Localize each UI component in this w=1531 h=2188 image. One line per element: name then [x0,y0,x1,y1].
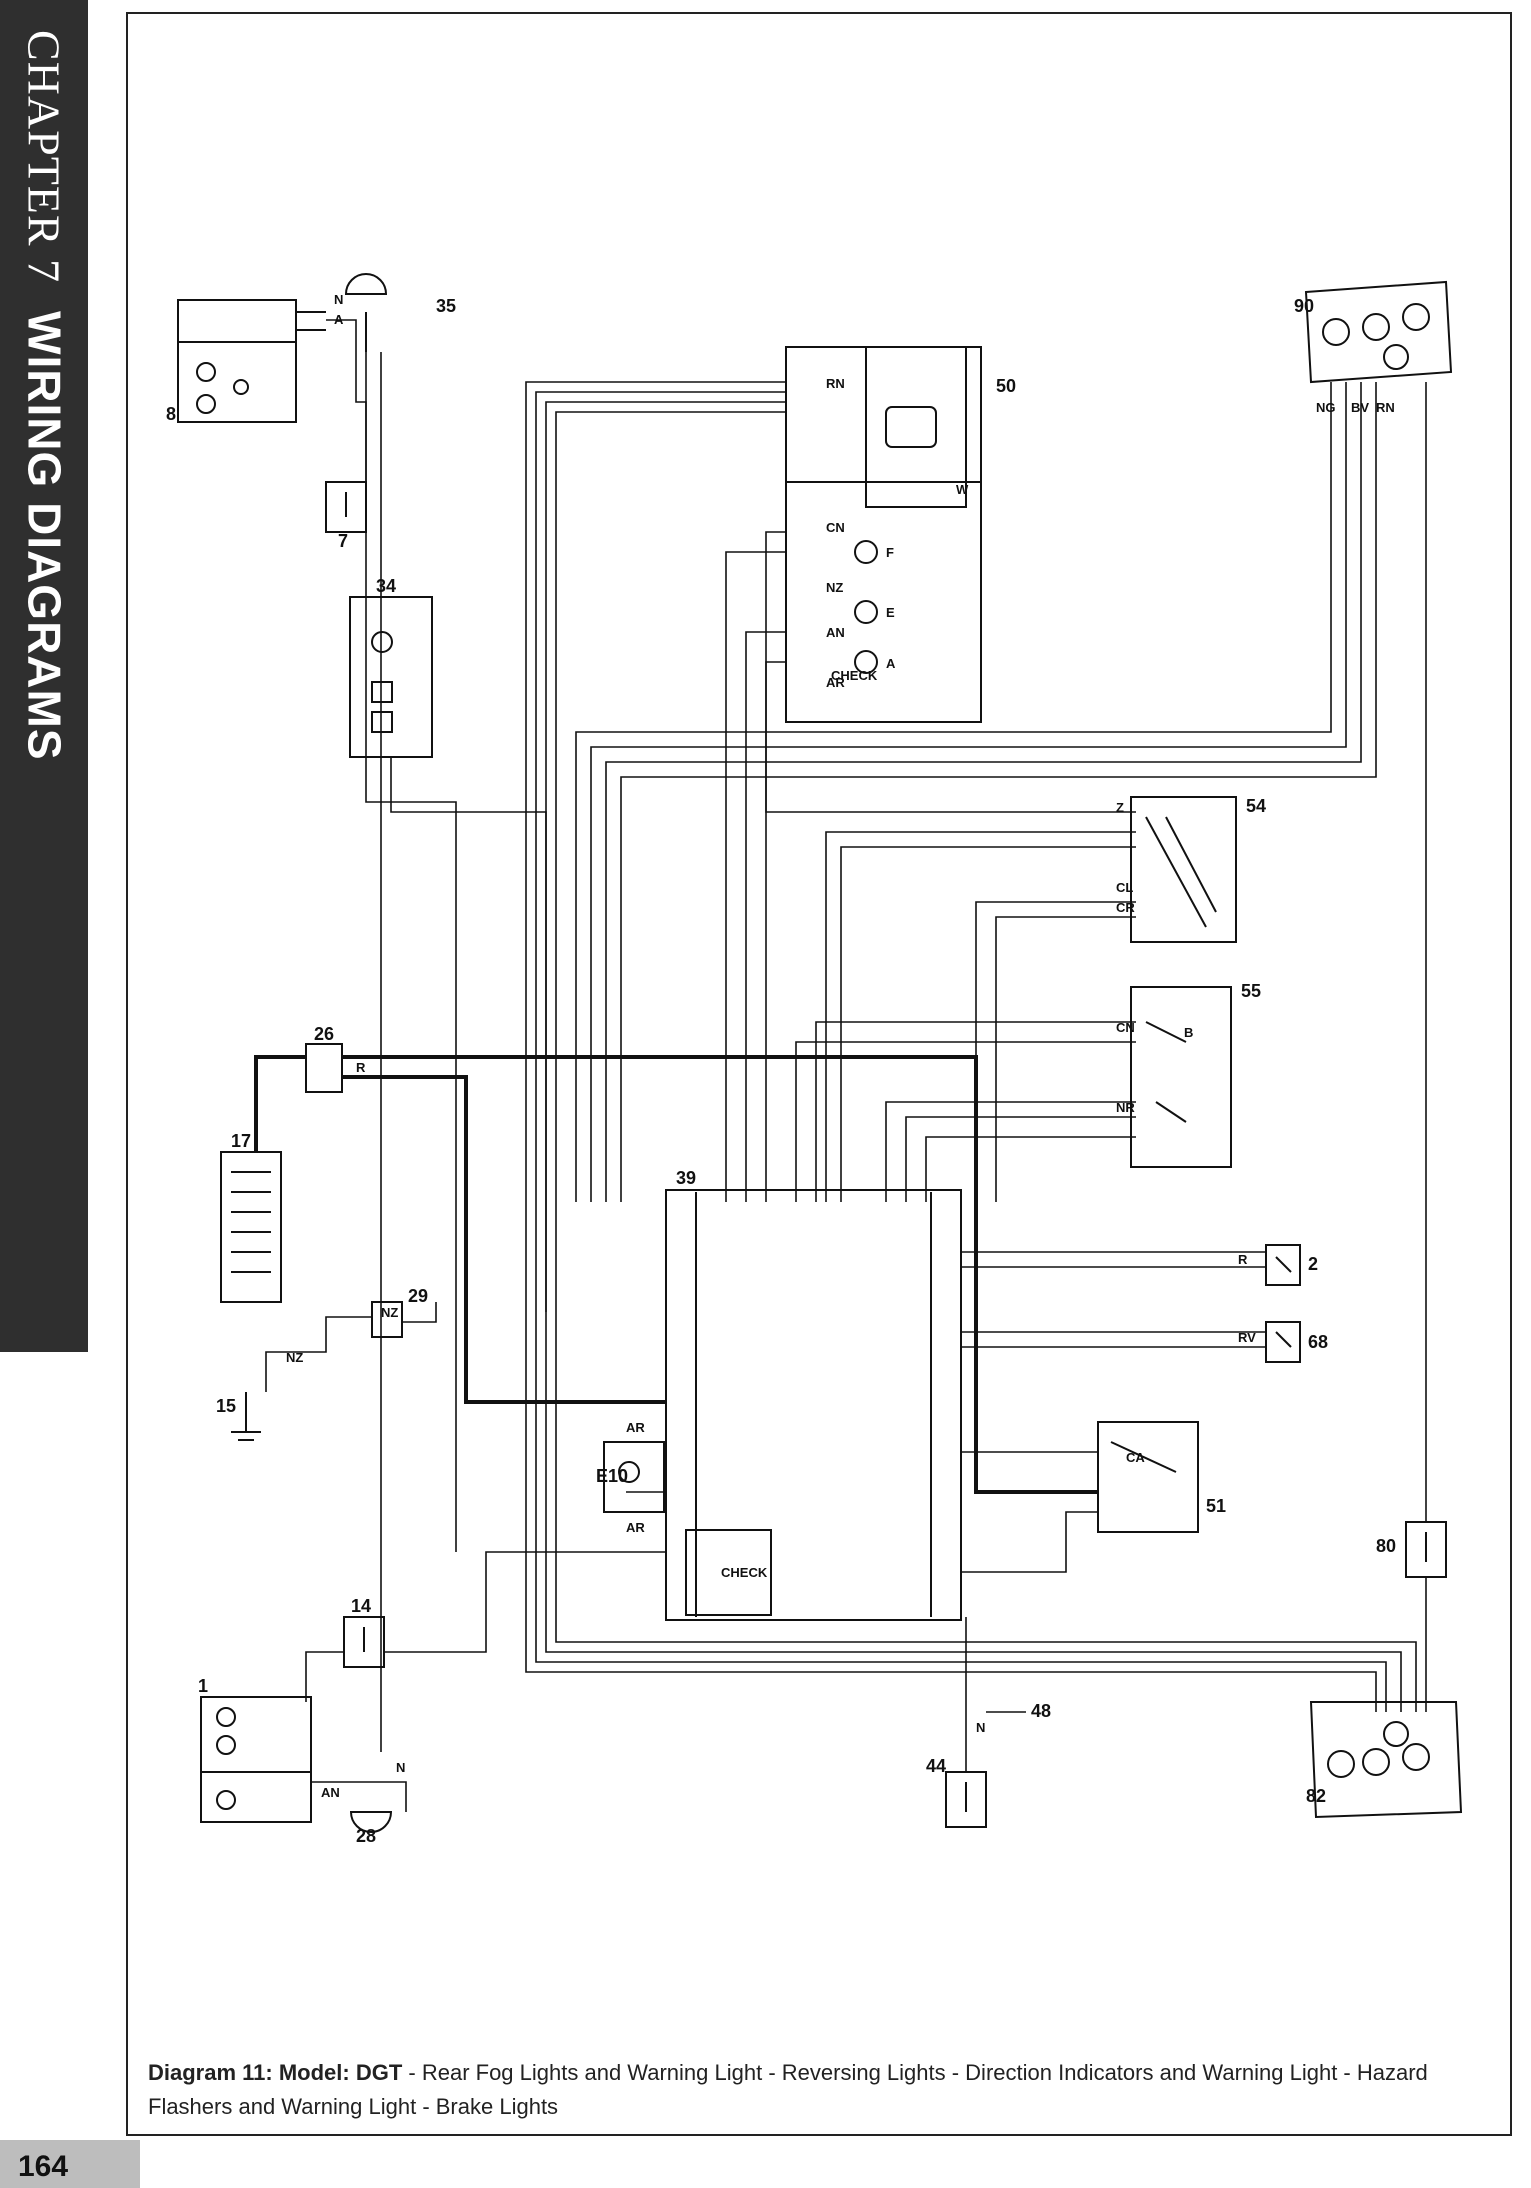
component-90 [1304,280,1453,384]
component-label-8: 8 [166,404,176,424]
component-34 [349,596,433,758]
wire-label: RN [1376,400,1395,415]
diagram-frame [126,12,1512,2136]
component-26 [305,1043,343,1093]
component-label-39: 39 [676,1168,696,1188]
caption-text: - Rear Fog Lights and Warning Light - Re… [148,2060,1428,2119]
component-35 [344,273,388,352]
wire-label: NZ [826,580,843,595]
component-51 [1097,1421,1199,1533]
component-label-90: 90 [1294,296,1314,316]
caption-lead: Diagram 11: Model: DGT [148,2060,403,2085]
wire-label: R [356,1060,366,1075]
wire-label: CL [1116,880,1133,895]
component-8 [177,299,326,423]
component-label-1: 1 [198,1676,208,1696]
component-label-55: 55 [1241,981,1261,1001]
wire-label: AR [826,675,845,690]
component-label-34: 34 [376,576,396,596]
component-label-14: 14 [351,1596,371,1616]
component-label-28: 28 [356,1826,376,1846]
component-17 [220,1151,282,1303]
wire-label: NZ [381,1305,398,1320]
chapter-side-tab: CHAPTER 7 WIRING DIAGRAMS [0,0,88,1352]
component-15 [231,1392,261,1441]
check-label: CHECK [831,668,878,683]
component-label-2: 2 [1308,1254,1318,1274]
component-label-44: 44 [926,1756,946,1776]
component-label-7: 7 [338,531,348,551]
wire-label: AN [826,625,845,640]
component-label-15: 15 [216,1396,236,1416]
component-label-82: 82 [1306,1786,1326,1806]
wire-label: RN [826,376,845,391]
section-label: WIRING DIAGRAMS [18,311,71,761]
component-label-35: 35 [436,296,456,316]
component-label-26: 26 [314,1024,334,1044]
wire-label: Z [1116,800,1124,815]
component-label-29: 29 [408,1286,428,1306]
component-E10 [603,1441,665,1513]
component-54 [1130,796,1237,943]
component-44 [945,1771,987,1828]
wire-label: RV [1238,1330,1256,1345]
power-feed-lines [254,1055,1098,1494]
component-82 [1309,1701,1463,1819]
component-label-54: 54 [1246,796,1266,816]
component-14 [343,1616,385,1668]
wire-label: AR [626,1420,645,1435]
lamp-f-label: F [886,545,894,560]
component-label-51: 51 [1206,1496,1226,1516]
wire-label: BV [1351,400,1369,415]
component-39 [665,1189,962,1621]
wire-label: NG [1316,400,1336,415]
wiring-harness [265,319,1427,1812]
component-28 [349,1811,393,1833]
component-55 [1130,986,1232,1168]
relay-b-label: B [1184,1025,1193,1040]
wire-label: AN [321,1785,340,1800]
wire-label: A [334,312,344,327]
wire-label: R [1238,1252,1248,1267]
diagram-labels: CHECK CHECK W F E A B 35 90 50 8 7 34 54… [166,292,1396,1846]
wire-label: NR [1116,1100,1135,1115]
wire-label: CR [1116,900,1135,915]
lamp-w-label: W [956,482,969,497]
wire-label: N [396,1760,405,1775]
component-50 [785,346,982,723]
component-29 [371,1301,403,1338]
component-2 [1265,1244,1301,1286]
component-80 [1405,1521,1447,1578]
wire-label: N [334,292,343,307]
module-check-label: CHECK [721,1565,768,1580]
wire-label: CA [1126,1450,1145,1465]
lamp-a-label: A [886,656,896,671]
component-label-68: 68 [1308,1332,1328,1352]
lamp-e-label: E [886,605,895,620]
chapter-label: CHAPTER 7 [18,30,70,284]
diagram-caption: Diagram 11: Model: DGT - Rear Fog Lights… [148,2056,1478,2124]
component-68 [1265,1321,1301,1363]
wire-label: AR [626,1520,645,1535]
component-label-50: 50 [996,376,1016,396]
wire-label: CN [826,520,845,535]
component-label-E10: E10 [596,1466,628,1486]
wire-label: NZ [286,1350,303,1365]
component-label-48: 48 [1031,1701,1051,1721]
component-label-17: 17 [231,1131,251,1151]
wire-label: N [976,1720,985,1735]
component-7 [325,481,367,533]
component-label-80: 80 [1376,1536,1396,1556]
page-number-box [0,2140,140,2188]
component-1 [200,1696,312,1823]
wiring-diagram: CHECK CHECK W F E A B 35 90 50 8 7 34 54… [166,273,1463,1846]
page-number: 164 [18,2150,69,2183]
side-tab-text: CHAPTER 7 WIRING DIAGRAMS [18,30,71,761]
wire-label: CN [1116,1020,1135,1035]
